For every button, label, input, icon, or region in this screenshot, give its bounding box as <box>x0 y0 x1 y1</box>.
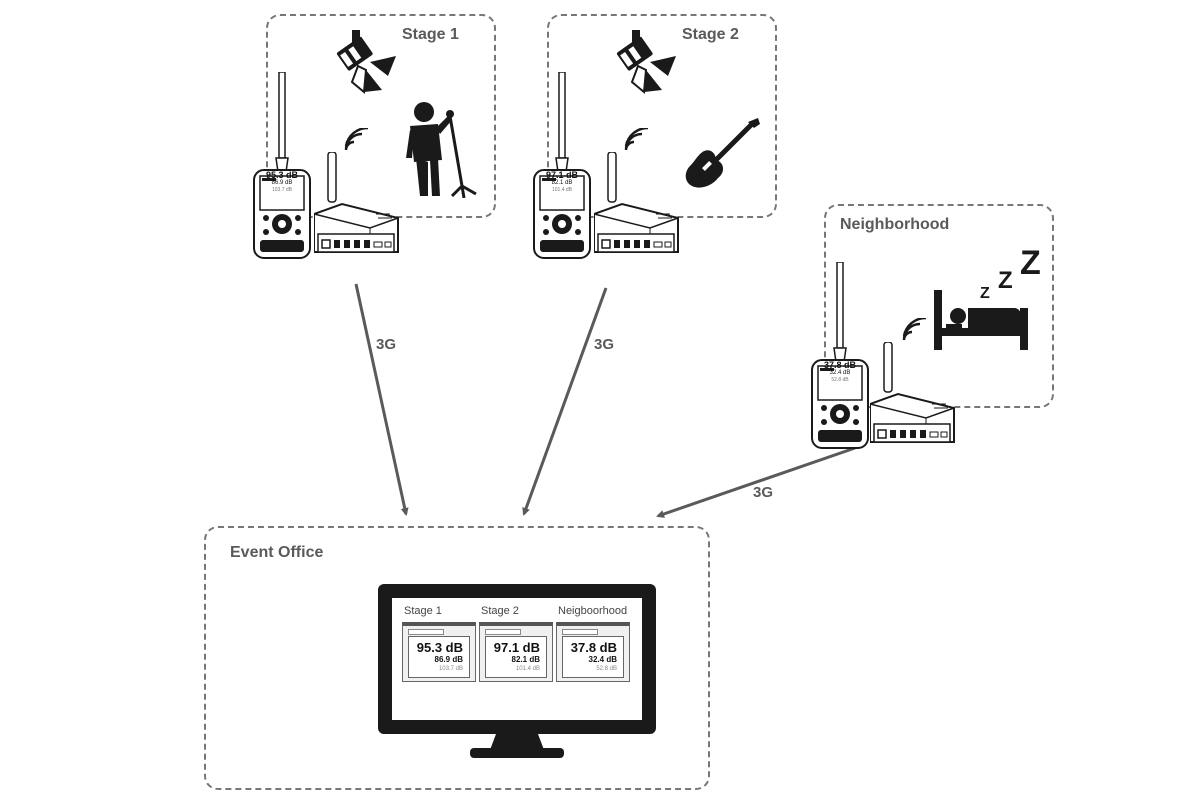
monitor-screen: Stage 1 95.3 dB 86.9 dB 103.7 dB Stage 2… <box>392 598 642 720</box>
zone-stage-2-title: Stage 2 <box>682 26 739 43</box>
spotlight-icon <box>336 30 396 94</box>
dashboard-value-small: 52.8 dB <box>596 666 617 672</box>
stage-1-meter-sub: 86.9 dB <box>271 180 293 186</box>
dashboard-card-bar <box>485 629 521 635</box>
dashboard-panel-label: Stage 1 <box>404 605 442 617</box>
dashboard-card-bar <box>408 629 444 635</box>
dashboard-card-readout: 37.8 dB 32.4 dB 52.8 dB <box>562 636 624 678</box>
dashboard-value-sub: 82.1 dB <box>511 655 540 664</box>
net-box-icon <box>314 152 399 253</box>
stage-2-meter-main: 97.1 dB <box>545 170 578 180</box>
arrow-stage-2-to-office <box>522 287 608 516</box>
dashboard-value-main: 97.1 dB <box>493 640 540 655</box>
stage-2-meter-display: 97.1 dB 82.1 dB 101.4 dB <box>540 170 584 193</box>
dashboard-value-small: 101.4 dB <box>515 666 540 672</box>
guitar-icon <box>685 118 760 188</box>
dashboard-panel-stage-2: Stage 2 97.1 dB 82.1 dB 101.4 dB <box>479 598 557 682</box>
net-box-icon <box>594 152 679 253</box>
dashboard-card-readout: 95.3 dB 86.9 dB 103.7 dB <box>408 636 470 678</box>
dashboard-card: 95.3 dB 86.9 dB 103.7 dB <box>402 622 476 682</box>
zone-stage-1-title: Stage 1 <box>402 26 459 43</box>
arrow-neighborhood-to-office <box>656 446 856 518</box>
dashboard-value-main: 95.3 dB <box>416 640 463 655</box>
neighborhood-meter-main: 37.8 dB <box>823 360 856 370</box>
dashboard-card-bar <box>562 629 598 635</box>
zone-event-office <box>204 526 710 790</box>
dashboard-panel-stage-1: Stage 1 95.3 dB 86.9 dB 103.7 dB <box>402 598 480 682</box>
dashboard-value-small: 103.7 dB <box>438 666 463 672</box>
stage-2-meter-sub: 82.1 dB <box>551 180 573 186</box>
dashboard-panel-neighborhood: Neigboorhood 37.8 dB 32.4 dB 52.8 dB <box>556 598 634 682</box>
dashboard-value-sub: 32.4 dB <box>588 655 617 664</box>
net-box-icon <box>870 342 955 443</box>
dashboard-value-sub: 86.9 dB <box>434 655 463 664</box>
neighborhood-meter-display: 37.8 dB 32.4 dB 52.8 dB <box>818 360 862 383</box>
svg-text:Z: Z <box>1020 244 1041 282</box>
sound-level-meter-icon <box>253 72 311 259</box>
zone-neighborhood-title: Neighborhood <box>840 216 950 233</box>
stage-2-meter-small: 101.4 dB <box>551 187 573 193</box>
sleeping-person-icon <box>934 290 1028 350</box>
link-label-stage-1: 3G <box>376 336 397 353</box>
zone-event-office-title: Event Office <box>230 544 324 561</box>
link-label-neighborhood: 3G <box>753 484 774 501</box>
stage-1-meter-small: 103.7 dB <box>271 187 293 193</box>
spotlight-icon <box>616 30 676 94</box>
zzz-icon: Z Z Z <box>980 244 1041 298</box>
dashboard-card-readout: 97.1 dB 82.1 dB 101.4 dB <box>485 636 547 678</box>
dashboard-card: 97.1 dB 82.1 dB 101.4 dB <box>479 622 553 682</box>
stage-1-meter-display: 95.3 dB 86.9 dB 103.7 dB <box>260 170 304 193</box>
sound-level-meter-icon <box>811 262 869 449</box>
svg-text:Z: Z <box>998 267 1013 294</box>
sound-level-meter-icon <box>533 72 591 259</box>
dashboard-panel-label: Stage 2 <box>481 605 519 617</box>
link-label-stage-2: 3G <box>594 336 615 353</box>
neighborhood-meter-sub: 32.4 dB <box>829 370 851 376</box>
svg-text:Z: Z <box>980 285 990 298</box>
singer-icon <box>406 102 477 198</box>
dashboard-panel-label: Neigboorhood <box>558 605 628 617</box>
stage-1-meter-main: 95.3 dB <box>265 170 298 180</box>
arrow-stage-1-to-office <box>354 283 409 516</box>
neighborhood-meter-small: 52.8 dB <box>831 377 849 383</box>
dashboard-value-main: 37.8 dB <box>570 640 617 655</box>
dashboard-card: 37.8 dB 32.4 dB 52.8 dB <box>556 622 630 682</box>
